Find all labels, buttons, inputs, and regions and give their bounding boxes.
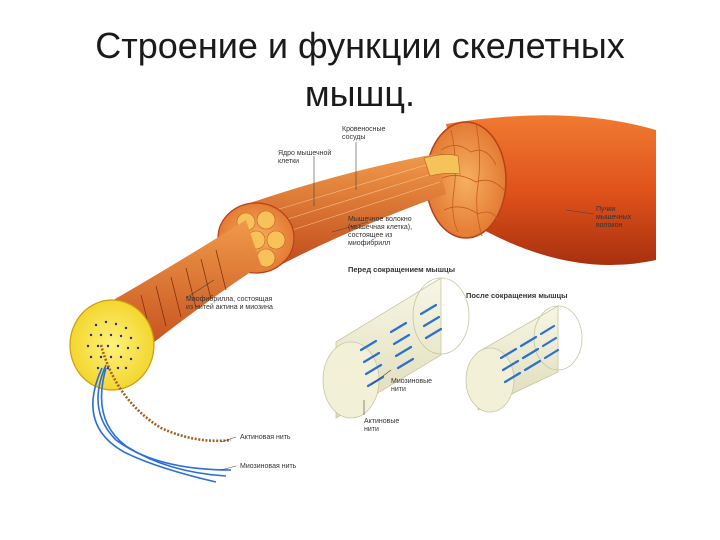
myofibril-after-contraction	[466, 306, 582, 412]
label-bundles-line-2: мышечных	[596, 214, 631, 222]
label-actin-thread: Актиновая нить	[240, 434, 291, 442]
muscle-illustration	[46, 110, 656, 492]
label-myofibril-line-1: Миофибрилла, состоящая	[186, 296, 273, 304]
label-actin-filaments-line-2: нити	[364, 426, 399, 434]
label-myosin-thread: Миозиновая нить	[240, 463, 296, 471]
label-actin-filaments-line-1: Актиновые	[364, 418, 399, 426]
label-muscle-fiber-line-2: (мышечная клетка),	[348, 224, 412, 232]
label-blood-vessels: Кровеносные сосуды	[342, 126, 385, 142]
label-myosin-filaments-line-2: нити	[391, 386, 432, 394]
label-bundles-line-1: Пучки	[596, 206, 631, 214]
label-blood-vessels-line-2: сосуды	[342, 134, 385, 142]
label-bundles-line-3: волокон	[596, 222, 631, 230]
label-before-contraction: Перед сокращением мышцы	[348, 266, 455, 274]
muscle-structure-figure: Кровеносные сосуды Ядро мышечной клетки …	[46, 110, 656, 492]
muscle-bundle	[426, 115, 656, 265]
label-muscle-fiber: Мышечное волокно (мышечная клетка), сост…	[348, 216, 412, 248]
label-actin-filaments: Актиновые нити	[364, 418, 399, 434]
label-myofibril: Миофибрилла, состоящая из нитей актина и…	[186, 296, 273, 312]
title-line-1: Строение и функции скелетных	[0, 22, 720, 70]
label-muscle-fiber-line-1: Мышечное волокно	[348, 216, 412, 224]
label-muscle-fiber-line-4: миофибрилл	[348, 240, 412, 248]
label-myofibril-line-2: из нитей актина и миозина	[186, 304, 273, 312]
myofibril-before-contraction	[323, 278, 469, 418]
slide-title: Строение и функции скелетных мышц.	[0, 22, 720, 118]
label-bundles: Пучки мышечных волокон	[596, 206, 631, 230]
label-muscle-fiber-line-3: состоящее из	[348, 232, 412, 240]
label-myosin-filaments-line-1: Миозиновые	[391, 378, 432, 386]
label-nucleus-line-1: Ядро мышечной	[278, 150, 331, 158]
label-nucleus: Ядро мышечной клетки	[278, 150, 331, 166]
label-after-contraction: После сокращения мышцы	[466, 292, 568, 300]
label-myosin-filaments: Миозиновые нити	[391, 378, 432, 394]
label-blood-vessels-line-1: Кровеносные	[342, 126, 385, 134]
label-nucleus-line-2: клетки	[278, 158, 331, 166]
